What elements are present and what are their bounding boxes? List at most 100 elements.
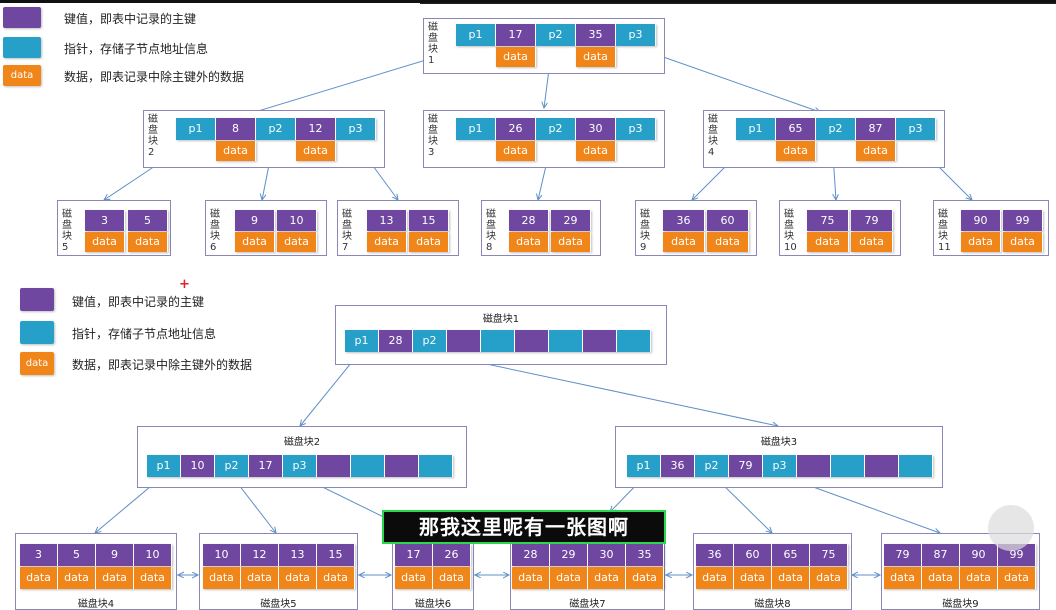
key-cell: 10: [134, 544, 172, 566]
key-cell: 79: [884, 544, 922, 566]
data-cell: data: [961, 232, 1001, 252]
data-cell: data: [1003, 232, 1043, 252]
key-cell: 90: [961, 210, 1001, 231]
pointer-cell: p1: [345, 330, 379, 352]
data-cell: data: [128, 232, 168, 252]
legend-data-swatch: data: [20, 352, 54, 375]
key-cell: 75: [810, 544, 848, 566]
pointer-cell: [899, 455, 933, 477]
plus-cursor-icon: +: [179, 277, 190, 292]
legend-key-swatch: [3, 7, 41, 28]
data-cell: data: [496, 47, 536, 67]
bplus-leaf-7: 28 29 30 35 data data data data 磁盘块7: [510, 533, 665, 610]
top-edge-bar: [0, 0, 1056, 3]
pointer-cell: p2: [256, 118, 296, 140]
play-button-icon[interactable]: [988, 505, 1034, 551]
key-cell: 90: [960, 544, 998, 566]
legend-pointer-text: 指针，存储子节点地址信息: [64, 42, 209, 56]
block-title: 磁盘块5: [260, 599, 297, 610]
data-cell: data: [235, 232, 275, 252]
pointer-cell: p2: [536, 118, 576, 140]
pointer-cell: p2: [215, 455, 249, 477]
pointer-cell: p3: [336, 118, 376, 140]
data-cell: data: [851, 232, 893, 252]
key-cell: 9: [96, 544, 134, 566]
key-cell: 79: [729, 455, 763, 477]
data-cell: data: [277, 232, 317, 252]
pointer-cell: p3: [896, 118, 936, 140]
key-cell: 9: [235, 210, 275, 231]
data-cell: data: [663, 232, 705, 252]
key-cell: 3: [85, 210, 125, 231]
legend-pointer-swatch: [20, 321, 54, 344]
data-cell: data: [279, 567, 317, 589]
block-title: 磁盘块3: [760, 437, 798, 448]
key-cell: 87: [856, 118, 896, 140]
data-cell: data: [772, 567, 810, 589]
key-cell: 17: [249, 455, 283, 477]
data-cell: data: [550, 567, 588, 589]
key-cell: 12: [241, 544, 279, 566]
pointer-cell: p3: [616, 24, 656, 46]
data-cell: data: [998, 567, 1036, 589]
data-cell: data: [807, 232, 849, 252]
key-cell: [865, 455, 899, 477]
bplus-block-2: 磁盘块2 p1 10 p2 17 p3: [137, 426, 467, 488]
bplus-block-3: 磁盘块3 p1 36 p2 79 p3: [615, 426, 943, 488]
key-cell: 99: [1003, 210, 1043, 231]
data-cell: data: [20, 567, 58, 589]
pointer-cell: p2: [536, 24, 576, 46]
data-cell: data: [58, 567, 96, 589]
bplus-leaf-5: 10 12 13 15 data data data data 磁盘块5: [199, 533, 358, 610]
key-cell: 36: [663, 210, 705, 231]
video-subtitle: 那我这里呢有一张图啊: [382, 510, 666, 544]
key-cell: 5: [128, 210, 168, 231]
data-cell: data: [216, 141, 256, 161]
key-cell: 35: [576, 24, 616, 46]
key-cell: 30: [588, 544, 626, 566]
key-cell: 79: [851, 210, 893, 231]
pointer-cell: [549, 330, 583, 352]
pointer-cell: p1: [147, 455, 181, 477]
key-cell: 28: [509, 210, 549, 231]
pointer-cell: p1: [176, 118, 216, 140]
pointer-cell: p3: [616, 118, 656, 140]
block-title: 磁盘块9: [942, 599, 979, 610]
legend-key-text: 键值，即表中记录的主键: [72, 295, 205, 309]
data-cell: data: [395, 567, 433, 589]
key-cell: [583, 330, 617, 352]
bplus-leaf-8: 36 60 65 75 data data data data 磁盘块8: [693, 533, 852, 610]
key-cell: 13: [367, 210, 407, 231]
data-cell: data: [96, 567, 134, 589]
data-cell: data: [960, 567, 998, 589]
data-cell: data: [734, 567, 772, 589]
key-cell: 26: [496, 118, 536, 140]
key-cell: 12: [296, 118, 336, 140]
pointer-cell: p3: [283, 455, 317, 477]
pointer-cell: [419, 455, 453, 477]
key-cell: 65: [772, 544, 810, 566]
legend-data-text: 数据，即表记录中除主键外的数据: [64, 70, 245, 84]
pointer-cell: p2: [816, 118, 856, 140]
block-title: 磁盘块8: [754, 599, 791, 610]
pointer-cell: p1: [456, 118, 496, 140]
key-cell: 87: [922, 544, 960, 566]
data-cell: data: [367, 232, 407, 252]
data-cell: data: [134, 567, 172, 589]
key-cell: [515, 330, 549, 352]
data-cell: data: [856, 141, 896, 161]
key-cell: 15: [317, 544, 355, 566]
pointer-cell: [617, 330, 651, 352]
key-cell: 15: [409, 210, 449, 231]
pointer-cell: p1: [736, 118, 776, 140]
